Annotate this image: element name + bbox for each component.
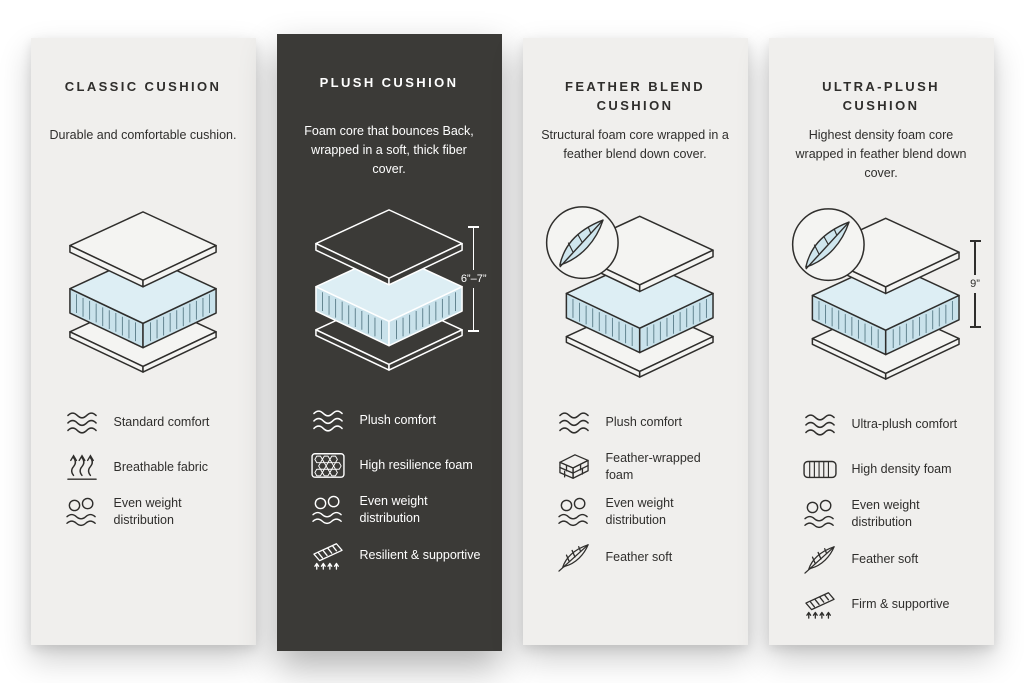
- feather-icon: [803, 546, 835, 574]
- feature-row: Feather-wrapped foam: [555, 449, 748, 485]
- feature-label: Ultra-plush comfort: [851, 416, 958, 431]
- card-description: Structural foam core wrapped in a feathe…: [541, 128, 729, 161]
- card-ultra-plush-cushion: ULTRA-PLUSH CUSHION Highest density foam…: [768, 38, 994, 645]
- layered-cushion-diagram: [791, 207, 960, 380]
- feature-label: Standard comfort: [113, 414, 210, 429]
- cushion-illustration: 9”: [769, 194, 994, 392]
- measure-line: [472, 288, 475, 331]
- feature-row: Feather soft: [555, 539, 748, 575]
- measure-tick: [468, 330, 480, 333]
- feature-list: Ultra-plush comfort High density foam Ev…: [769, 406, 994, 622]
- feature-row: Firm & supportive: [801, 586, 994, 622]
- feature-label: Breathable fabric: [113, 459, 209, 474]
- feature-row: Breathable fabric: [63, 449, 256, 485]
- measure-line: [472, 228, 475, 271]
- layered-cushion-diagram: [315, 208, 463, 371]
- height-label: 9”: [970, 278, 980, 291]
- card-plush-cushion: PLUSH CUSHION Foam core that bounces Bac…: [276, 34, 502, 651]
- feature-row: Resilient & supportive: [309, 537, 502, 573]
- weight-distribution-icon: [803, 499, 834, 529]
- feature-label: Plush comfort: [359, 412, 436, 427]
- feature-label: Firm & supportive: [851, 596, 950, 611]
- feature-label: Even weight distribution: [851, 498, 920, 530]
- card-feather-blend-cushion: FEATHER BLEND CUSHION Structural foam co…: [522, 38, 748, 645]
- feature-label: Resilient & supportive: [359, 547, 481, 562]
- feature-row: Even weight distribution: [63, 494, 256, 530]
- feature-row: Ultra-plush comfort: [801, 406, 994, 442]
- card-title: ULTRA-PLUSH CUSHION: [822, 79, 940, 113]
- honeycomb-foam-icon: [310, 453, 345, 479]
- supportive-icon: [804, 592, 835, 619]
- card-description: Foam core that bounces Back, wrapped in …: [304, 124, 474, 176]
- layered-cushion-diagram: [69, 210, 217, 373]
- breathable-icon: [66, 455, 97, 480]
- weight-distribution-icon: [557, 497, 588, 527]
- card-title: FEATHER BLEND CUSHION: [564, 79, 705, 113]
- cushion-illustration: 6”–7”: [277, 190, 502, 388]
- card-title: PLUSH CUSHION: [319, 75, 459, 90]
- waves-icon: [66, 412, 97, 434]
- feature-list: Standard comfort Breathable fabric Even …: [31, 404, 256, 530]
- foam-layers-icon: [558, 454, 589, 479]
- card-title: CLASSIC CUSHION: [64, 79, 222, 94]
- cushion-illustration: [31, 192, 256, 390]
- feature-row: Even weight distribution: [309, 492, 502, 528]
- feature-label: High resilience foam: [359, 457, 473, 472]
- feature-label: Even weight distribution: [359, 494, 428, 526]
- weight-distribution-icon: [65, 497, 96, 527]
- feature-label: Even weight distribution: [113, 496, 182, 527]
- feature-row: Standard comfort: [63, 404, 256, 440]
- cushion-comparison: CLASSIC CUSHION Durable and comfortable …: [30, 34, 994, 651]
- feature-label: High density foam: [851, 461, 952, 476]
- height-label: 6”–7”: [460, 273, 487, 286]
- measure-tick: [969, 326, 981, 329]
- feature-row: Even weight distribution: [801, 496, 994, 532]
- card-description: Highest density foam core wrapped in fea…: [795, 128, 967, 180]
- measure-tick: [969, 240, 981, 243]
- card-classic-cushion: CLASSIC CUSHION Durable and comfortable …: [30, 38, 256, 645]
- feature-row: Even weight distribution: [555, 494, 748, 530]
- cushion-illustration: [523, 192, 748, 390]
- feature-row: High density foam: [801, 451, 994, 487]
- feather-badge-icon: [791, 207, 865, 281]
- waves-icon: [804, 414, 835, 436]
- feature-list: Plush comfort High resilience foam Even …: [277, 402, 502, 573]
- card-description: Durable and comfortable cushion.: [49, 128, 237, 142]
- feature-label: Even weight distribution: [605, 496, 674, 527]
- feature-row: Plush comfort: [555, 404, 748, 440]
- measure-line: [974, 242, 976, 276]
- weight-distribution-icon: [311, 495, 342, 525]
- feature-list: Plush comfort Feather-wrapped foam Even …: [523, 404, 748, 575]
- feature-label: Feather soft: [851, 551, 919, 566]
- waves-icon: [558, 412, 589, 434]
- feature-row: Feather soft: [801, 541, 994, 577]
- density-foam-icon: [802, 461, 837, 479]
- feature-label: Feather-wrapped foam: [605, 451, 701, 482]
- waves-icon: [312, 410, 343, 432]
- feature-label: Feather soft: [605, 549, 673, 564]
- supportive-icon: [312, 543, 343, 570]
- measure-line: [974, 293, 976, 327]
- feather-badge-icon: [545, 205, 619, 279]
- height-measure: 9”: [969, 240, 981, 329]
- feature-label: Plush comfort: [605, 414, 682, 429]
- height-measure: 6”–7”: [460, 226, 487, 333]
- layered-cushion-diagram: [545, 205, 714, 378]
- feather-icon: [557, 544, 589, 572]
- feature-row: High resilience foam: [309, 447, 502, 483]
- measure-tick: [468, 226, 480, 229]
- feature-row: Plush comfort: [309, 402, 502, 438]
